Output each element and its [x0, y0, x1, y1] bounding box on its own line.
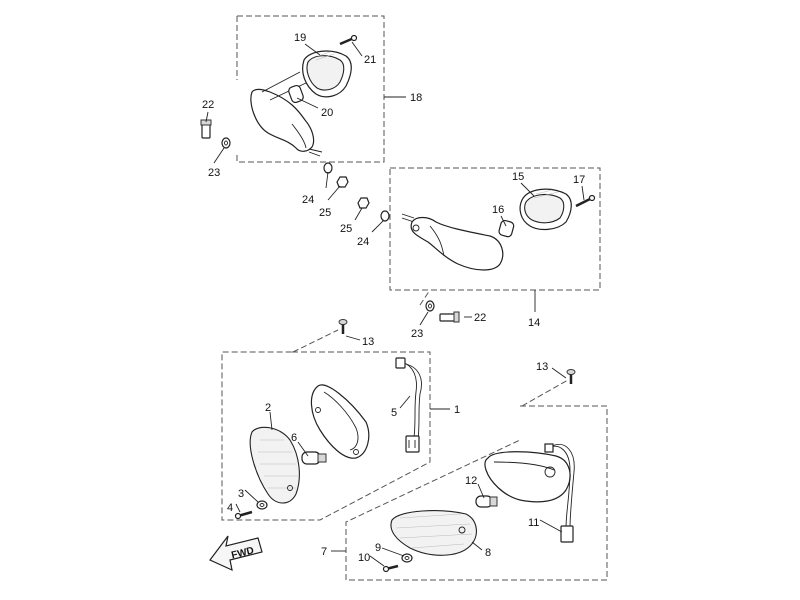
screw-13-left	[338, 319, 348, 334]
group-box-18	[236, 15, 385, 163]
callout-2: 2	[265, 402, 271, 414]
group-box-1	[221, 351, 431, 521]
callout-23-upper: 23	[208, 167, 220, 179]
callout-labels: 19 21 18 20 22 23 24 25 25 24 15 17 16 1…	[202, 32, 585, 564]
screw-13-right	[566, 369, 576, 384]
bolt-22-lower	[439, 311, 460, 323]
callout-9: 9	[375, 542, 381, 554]
callout-8: 8	[485, 547, 491, 559]
washer-23-upper	[221, 137, 231, 149]
callout-13-left: 13	[362, 336, 374, 348]
callout-20: 20	[321, 107, 333, 119]
leader-lines	[205, 41, 585, 567]
turn-signal-front-right	[390, 443, 575, 556]
callout-10: 10	[358, 552, 370, 564]
screw-17	[575, 194, 596, 208]
leader-13-right	[521, 379, 569, 407]
callout-23-lower: 23	[411, 328, 423, 340]
callout-25-middle: 25	[340, 223, 352, 235]
washer-3	[256, 500, 268, 510]
washer-24-upper	[323, 162, 333, 174]
callout-14: 14	[528, 317, 540, 329]
group-box-7	[345, 405, 608, 581]
turn-signal-front-left	[249, 357, 422, 504]
callout-24-upper: 24	[302, 194, 314, 206]
callout-18: 18	[410, 92, 422, 104]
callout-22-upper: 22	[202, 99, 214, 111]
callout-13-right: 13	[536, 361, 548, 373]
callout-24-middle: 24	[357, 236, 369, 248]
callout-1: 1	[454, 404, 460, 416]
callout-21: 21	[364, 54, 376, 66]
screw-4	[234, 510, 253, 520]
callout-12: 12	[465, 475, 477, 487]
washer-23-lower	[425, 300, 435, 312]
callout-7: 7	[321, 546, 327, 558]
fwd-arrow: FWD	[209, 535, 263, 572]
callout-22-lower: 22	[474, 312, 486, 324]
callout-11: 11	[528, 517, 539, 529]
callout-25-upper: 25	[319, 207, 331, 219]
fwd-label: FWD	[230, 545, 255, 561]
nut-25-middle	[357, 197, 370, 209]
washer-9	[401, 553, 413, 563]
leader-22-bottom	[419, 289, 431, 306]
callout-17: 17	[573, 174, 585, 186]
leader-13-left	[292, 329, 339, 353]
turn-signal-rear-right	[401, 188, 572, 271]
group-box-14	[389, 167, 601, 291]
bolt-22-upper	[200, 119, 212, 139]
turn-signal-rear-left	[250, 50, 352, 157]
screw-21	[339, 34, 358, 46]
callout-6: 6	[291, 432, 297, 444]
callout-5: 5	[391, 407, 397, 419]
screw-10	[382, 564, 399, 573]
callout-3: 3	[238, 488, 244, 500]
callout-15: 15	[512, 171, 524, 183]
nut-25-upper	[336, 176, 349, 188]
washer-24-middle	[380, 210, 390, 222]
callout-19: 19	[294, 32, 306, 44]
callout-16: 16	[492, 204, 504, 216]
callout-4: 4	[227, 502, 233, 514]
